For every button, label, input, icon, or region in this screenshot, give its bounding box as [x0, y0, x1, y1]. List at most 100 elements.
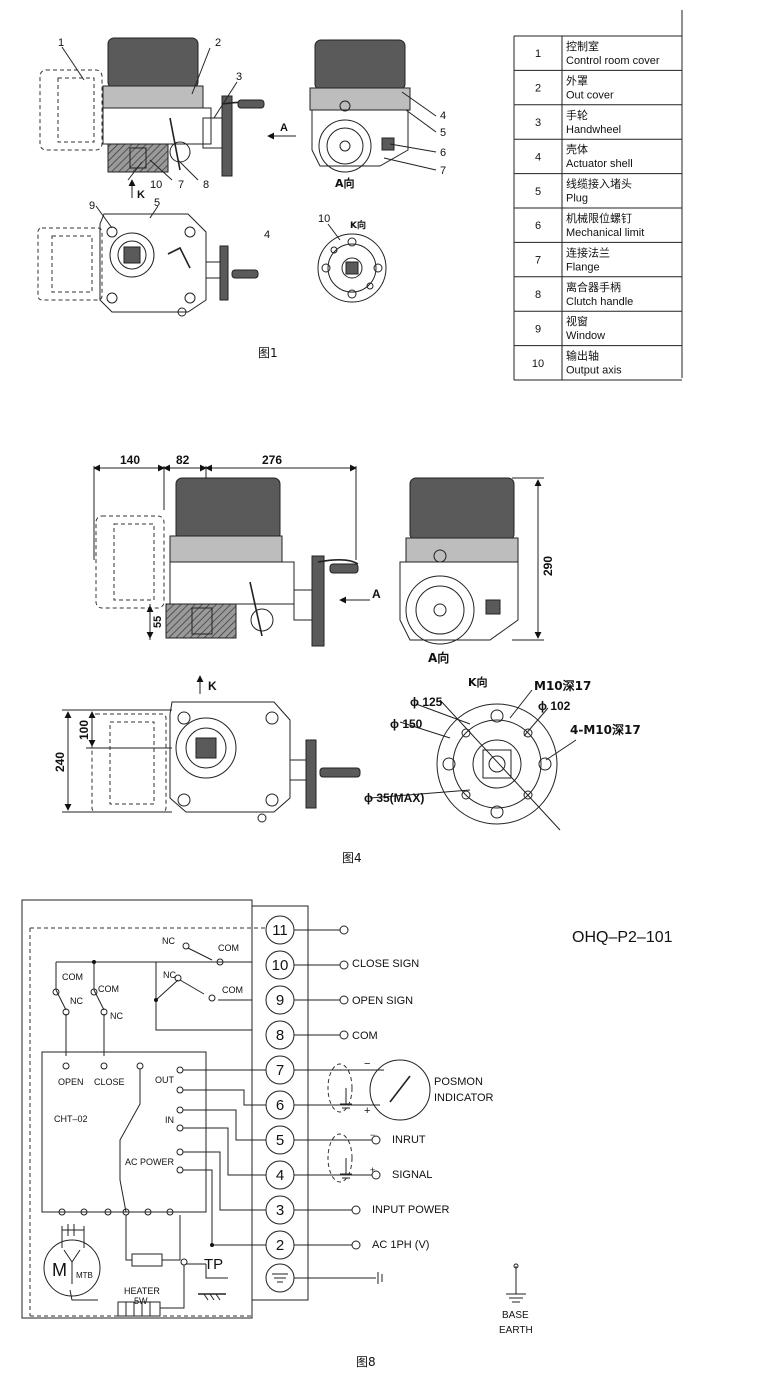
part-name-en: Window — [566, 330, 605, 342]
fig4-k-label: K — [208, 679, 217, 693]
dim-290: 290 — [541, 556, 555, 576]
dim-276: 276 — [262, 453, 282, 467]
ind-minus: − — [364, 1058, 370, 1070]
fig1-callout-5b: 5 — [440, 127, 446, 139]
part-number: 8 — [535, 289, 541, 301]
part-name-en: Flange — [566, 261, 600, 273]
fig4-top-view — [91, 701, 361, 823]
fig1-a-label: A — [280, 122, 288, 134]
part-name-cn: 线缆接入堵头 — [566, 177, 632, 191]
heater-watt: 5W — [134, 1296, 148, 1306]
flange-phi150: ϕ 150 — [390, 717, 423, 731]
part-name-en: Handwheel — [566, 124, 621, 136]
part-name-cn: 手轮 — [566, 108, 588, 122]
terminal-number: 3 — [276, 1202, 284, 1219]
fig4-a-view-label: A向 — [428, 650, 449, 665]
fig1-k-view-label: K向 — [350, 219, 366, 231]
part-name-en: Output axis — [566, 365, 622, 377]
terminal-number: 5 — [276, 1132, 284, 1149]
sw4-nc: NC — [110, 1011, 123, 1021]
board-in: IN — [165, 1115, 174, 1125]
fig4-a-label: A — [372, 587, 381, 601]
parts-table-row: 3 手轮 Handwheel — [513, 104, 682, 140]
earth-label: EARTH — [499, 1325, 533, 1336]
dim-140: 140 — [120, 453, 140, 467]
fig4-a-view — [399, 477, 519, 645]
terminal-11: 11 — [265, 915, 295, 945]
fig1-callout-1: 1 — [58, 37, 64, 49]
dim-240: 240 — [53, 752, 67, 772]
terminal-3: 3 — [265, 1195, 295, 1225]
mtb-label: MTB — [76, 1271, 93, 1280]
fig1-a-view — [309, 39, 411, 173]
fig1-callout-10a: 10 — [150, 179, 162, 191]
terminal-7: 7 — [265, 1055, 295, 1085]
fig1-callout-7a: 7 — [178, 179, 184, 191]
fig4-k-view — [369, 689, 577, 831]
fig1-callout-7b: 7 — [440, 165, 446, 177]
board-name: CHT–02 — [54, 1114, 88, 1124]
fig1-callout-9: 9 — [89, 200, 95, 212]
sig-input-power: INPUT POWER — [372, 1204, 449, 1216]
motor-label: M — [52, 1260, 67, 1280]
flange-phi125: ϕ 125 — [410, 695, 443, 709]
fig8-right-wires — [294, 925, 431, 1250]
fig1-callout-5a: 5 — [154, 197, 160, 209]
tp-label: TP — [204, 1256, 223, 1273]
fig1-callout-4b: 4 — [440, 110, 446, 122]
part-number: 10 — [532, 358, 544, 370]
sw4-com: COM — [98, 984, 119, 994]
board-out: OUT — [155, 1075, 175, 1085]
terminal-number: 7 — [276, 1062, 284, 1079]
sw3-com: COM — [62, 972, 83, 982]
fig1-k-view — [317, 233, 387, 303]
part-number: 4 — [535, 151, 541, 163]
part-number: 6 — [535, 220, 541, 232]
part-number: 7 — [535, 255, 541, 267]
base-label: BASE — [502, 1310, 529, 1321]
terminal-10: 10 — [265, 950, 295, 980]
sig-ac: AC 1PH (V) — [372, 1239, 429, 1251]
fig4-dim-top — [93, 464, 357, 560]
parts-table-row: 9 视窗 Window — [513, 311, 682, 347]
sig-inrut: INRUT — [392, 1134, 426, 1146]
signal-plus: + — [370, 1165, 375, 1175]
terminal-8: 8 — [265, 1020, 295, 1050]
part-number: 3 — [535, 117, 541, 129]
parts-table-row: 6 机械限位螺钉 Mechanical limit — [513, 208, 682, 243]
figure-1: 1 2 3 10 7 8 K 9 5 4 — [37, 37, 446, 360]
fig1-k-label: K — [137, 189, 145, 201]
part-name-en: Mechanical limit — [566, 227, 644, 239]
fig4-k-view-label: K向 — [468, 675, 488, 689]
part-name-en: Control room cover — [566, 55, 660, 67]
fig4-caption: 图4 — [342, 851, 362, 865]
part-number: 1 — [535, 48, 541, 60]
fig1-caption: 图1 — [258, 346, 278, 360]
part-name-cn: 机械限位螺钉 — [566, 211, 632, 225]
fig1-a-leaders — [383, 91, 437, 171]
dim-55: 55 — [152, 616, 164, 628]
part-name-cn: 连接法兰 — [566, 245, 610, 259]
heater-label: HEATER — [124, 1286, 160, 1296]
part-name-cn: 视窗 — [566, 314, 588, 328]
terminal-9: 9 — [265, 985, 295, 1015]
part-name-en: Out cover — [566, 89, 614, 101]
fig1-callout-2: 2 — [215, 37, 221, 49]
fig8-caption: 图8 — [356, 1355, 376, 1369]
sw1-nc: NC — [162, 936, 175, 946]
board-close: CLOSE — [94, 1077, 125, 1087]
part-number: 9 — [535, 323, 541, 335]
part-number: 5 — [535, 186, 541, 198]
sw1-com: COM — [218, 943, 239, 953]
terminal-2: 2 — [265, 1230, 295, 1260]
parts-table-row: 7 连接法兰 Flange — [513, 242, 682, 278]
fig1-callout-8: 8 — [203, 179, 209, 191]
fig1-side-view — [39, 37, 265, 177]
sig-signal: SIGNAL — [392, 1169, 432, 1181]
board-open: OPEN — [58, 1077, 84, 1087]
sig-close: CLOSE SIGN — [352, 958, 419, 970]
part-number: 2 — [535, 83, 541, 95]
